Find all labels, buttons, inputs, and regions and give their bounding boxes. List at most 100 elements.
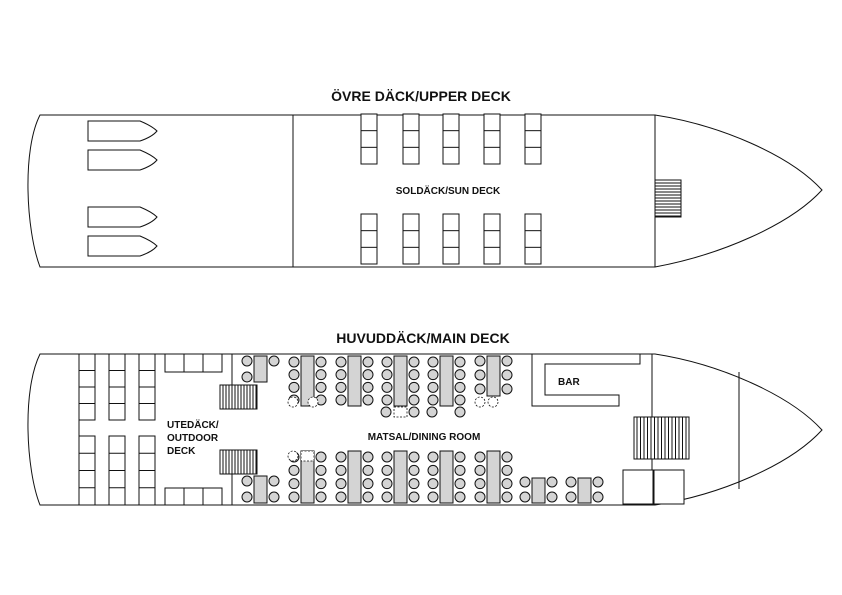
chair [241, 355, 253, 367]
dining-room-label: MATSAL/DINING ROOM [368, 432, 481, 443]
sun-lounger [524, 113, 542, 165]
chair [335, 356, 347, 368]
bar-counter [531, 354, 641, 407]
chair [408, 478, 420, 490]
chair [454, 464, 466, 476]
chair [501, 451, 513, 463]
sun-lounger [402, 213, 420, 265]
chair [268, 355, 280, 367]
dining-table-extension [393, 406, 408, 418]
chair [427, 451, 439, 463]
chair [335, 381, 347, 393]
chair [427, 394, 439, 406]
chair [362, 381, 374, 393]
outdoor-deck-label: UTEDÄCK/ OUTDOOR DECK [167, 418, 221, 457]
chair [454, 478, 466, 490]
chair [454, 394, 466, 406]
chair [474, 451, 486, 463]
chair [408, 406, 420, 418]
chair [487, 396, 499, 408]
chair [315, 491, 327, 503]
chair [362, 369, 374, 381]
chair [315, 478, 327, 490]
sun-lounger [360, 213, 378, 265]
chair [427, 356, 439, 368]
outdoor-label-line-1: UTEDÄCK/ [167, 418, 219, 431]
lifeboat [87, 206, 158, 228]
chair [287, 450, 299, 462]
chair [427, 381, 439, 393]
chair [335, 394, 347, 406]
chair [288, 464, 300, 476]
chair [315, 381, 327, 393]
chair [565, 491, 577, 503]
chair [474, 396, 486, 408]
chair [362, 394, 374, 406]
chair [474, 491, 486, 503]
bar: BAR [531, 354, 641, 407]
chair [315, 356, 327, 368]
chair [362, 356, 374, 368]
dining-table [531, 477, 546, 504]
chair [241, 475, 253, 487]
chair [408, 464, 420, 476]
chair [454, 369, 466, 381]
dining-table [347, 355, 362, 407]
dining-table [439, 450, 454, 504]
upper-deck-title: ÖVRE DÄCK/UPPER DECK [331, 88, 511, 104]
outdoor-label-line-3: DECK [167, 446, 196, 457]
chair [408, 451, 420, 463]
chair [335, 491, 347, 503]
chair [427, 478, 439, 490]
chair [427, 369, 439, 381]
dining-table [393, 355, 408, 407]
chair [335, 478, 347, 490]
chair [519, 491, 531, 503]
chair [501, 491, 513, 503]
chair [381, 356, 393, 368]
chair [592, 476, 604, 488]
chair [426, 406, 438, 418]
chair [454, 381, 466, 393]
chair [288, 381, 300, 393]
outdoor-bench-bottom [164, 487, 223, 506]
chair [408, 394, 420, 406]
chair [335, 369, 347, 381]
chair [427, 464, 439, 476]
chair [381, 491, 393, 503]
upper-deck-hull [27, 114, 823, 268]
chair [519, 476, 531, 488]
lifeboat [87, 120, 158, 142]
chair [408, 381, 420, 393]
dining-table [347, 450, 362, 504]
chair [474, 383, 486, 395]
main-deck-title: HUVUDDÄCK/MAIN DECK [336, 330, 509, 346]
stairs-main-bow [633, 416, 690, 460]
chair [408, 369, 420, 381]
dining-table-extension [300, 450, 315, 462]
chair [381, 464, 393, 476]
chair [380, 406, 392, 418]
chair [241, 491, 253, 503]
chair [454, 491, 466, 503]
chair [268, 475, 280, 487]
dining-table [253, 475, 268, 504]
storage-box [622, 469, 654, 505]
chair [381, 451, 393, 463]
lifeboat [87, 235, 158, 257]
sun-loungers [360, 113, 542, 265]
storage-box [653, 469, 685, 505]
chair [474, 369, 486, 381]
chair [241, 371, 253, 383]
sun-deck-label: SOLDÄCK/SUN DECK [396, 184, 501, 197]
chair [381, 478, 393, 490]
dining-table [486, 450, 501, 504]
dining-table [486, 355, 501, 397]
chair [454, 406, 466, 418]
chair [288, 491, 300, 503]
chair [288, 478, 300, 490]
upper-deck: ÖVRE DÄCK/UPPER DECK SOLDÄCK/SUN DECK [27, 88, 823, 268]
chair [315, 464, 327, 476]
chair [408, 356, 420, 368]
chair [474, 355, 486, 367]
